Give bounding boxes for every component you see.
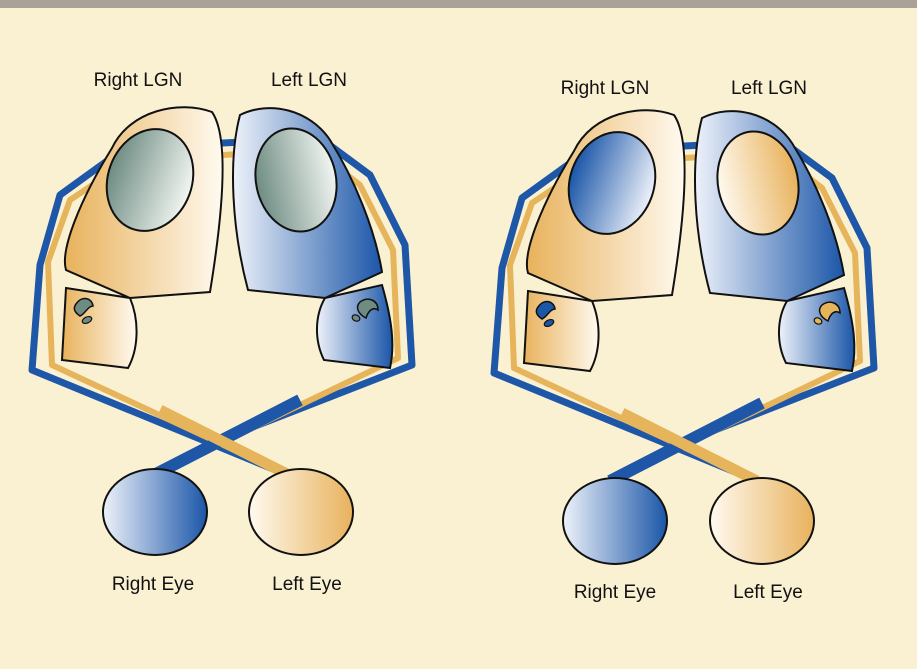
left-eye-label: Left Eye	[733, 582, 803, 603]
right-lgn-lower-lobe	[62, 288, 137, 368]
right-lgn	[524, 110, 685, 371]
right-lgn-lower-lobe	[524, 291, 599, 371]
left-lgn-label: Left LGN	[271, 70, 347, 91]
right-eye	[563, 478, 667, 564]
right-lgn-label: Right LGN	[561, 78, 650, 99]
left-lgn	[695, 111, 854, 371]
panel-left: Right LGN Left LGN Right Eye Left Eye	[32, 70, 412, 595]
right-lgn	[62, 107, 223, 368]
left-eye-label: Left Eye	[272, 574, 342, 595]
right-lgn-label: Right LGN	[94, 70, 183, 91]
left-lgn	[233, 108, 392, 368]
right-eye-label: Right Eye	[574, 582, 656, 603]
panel-right: Right LGN Left LGN Right Eye Left Eye	[494, 78, 874, 603]
left-lgn-lower-lobe	[317, 285, 392, 368]
right-eye-label: Right Eye	[112, 574, 194, 595]
left-lgn-lower-lobe	[779, 288, 854, 371]
right-eye	[103, 469, 207, 555]
left-eye	[710, 478, 814, 564]
left-eye	[249, 469, 353, 555]
left-lgn-label: Left LGN	[731, 78, 807, 99]
